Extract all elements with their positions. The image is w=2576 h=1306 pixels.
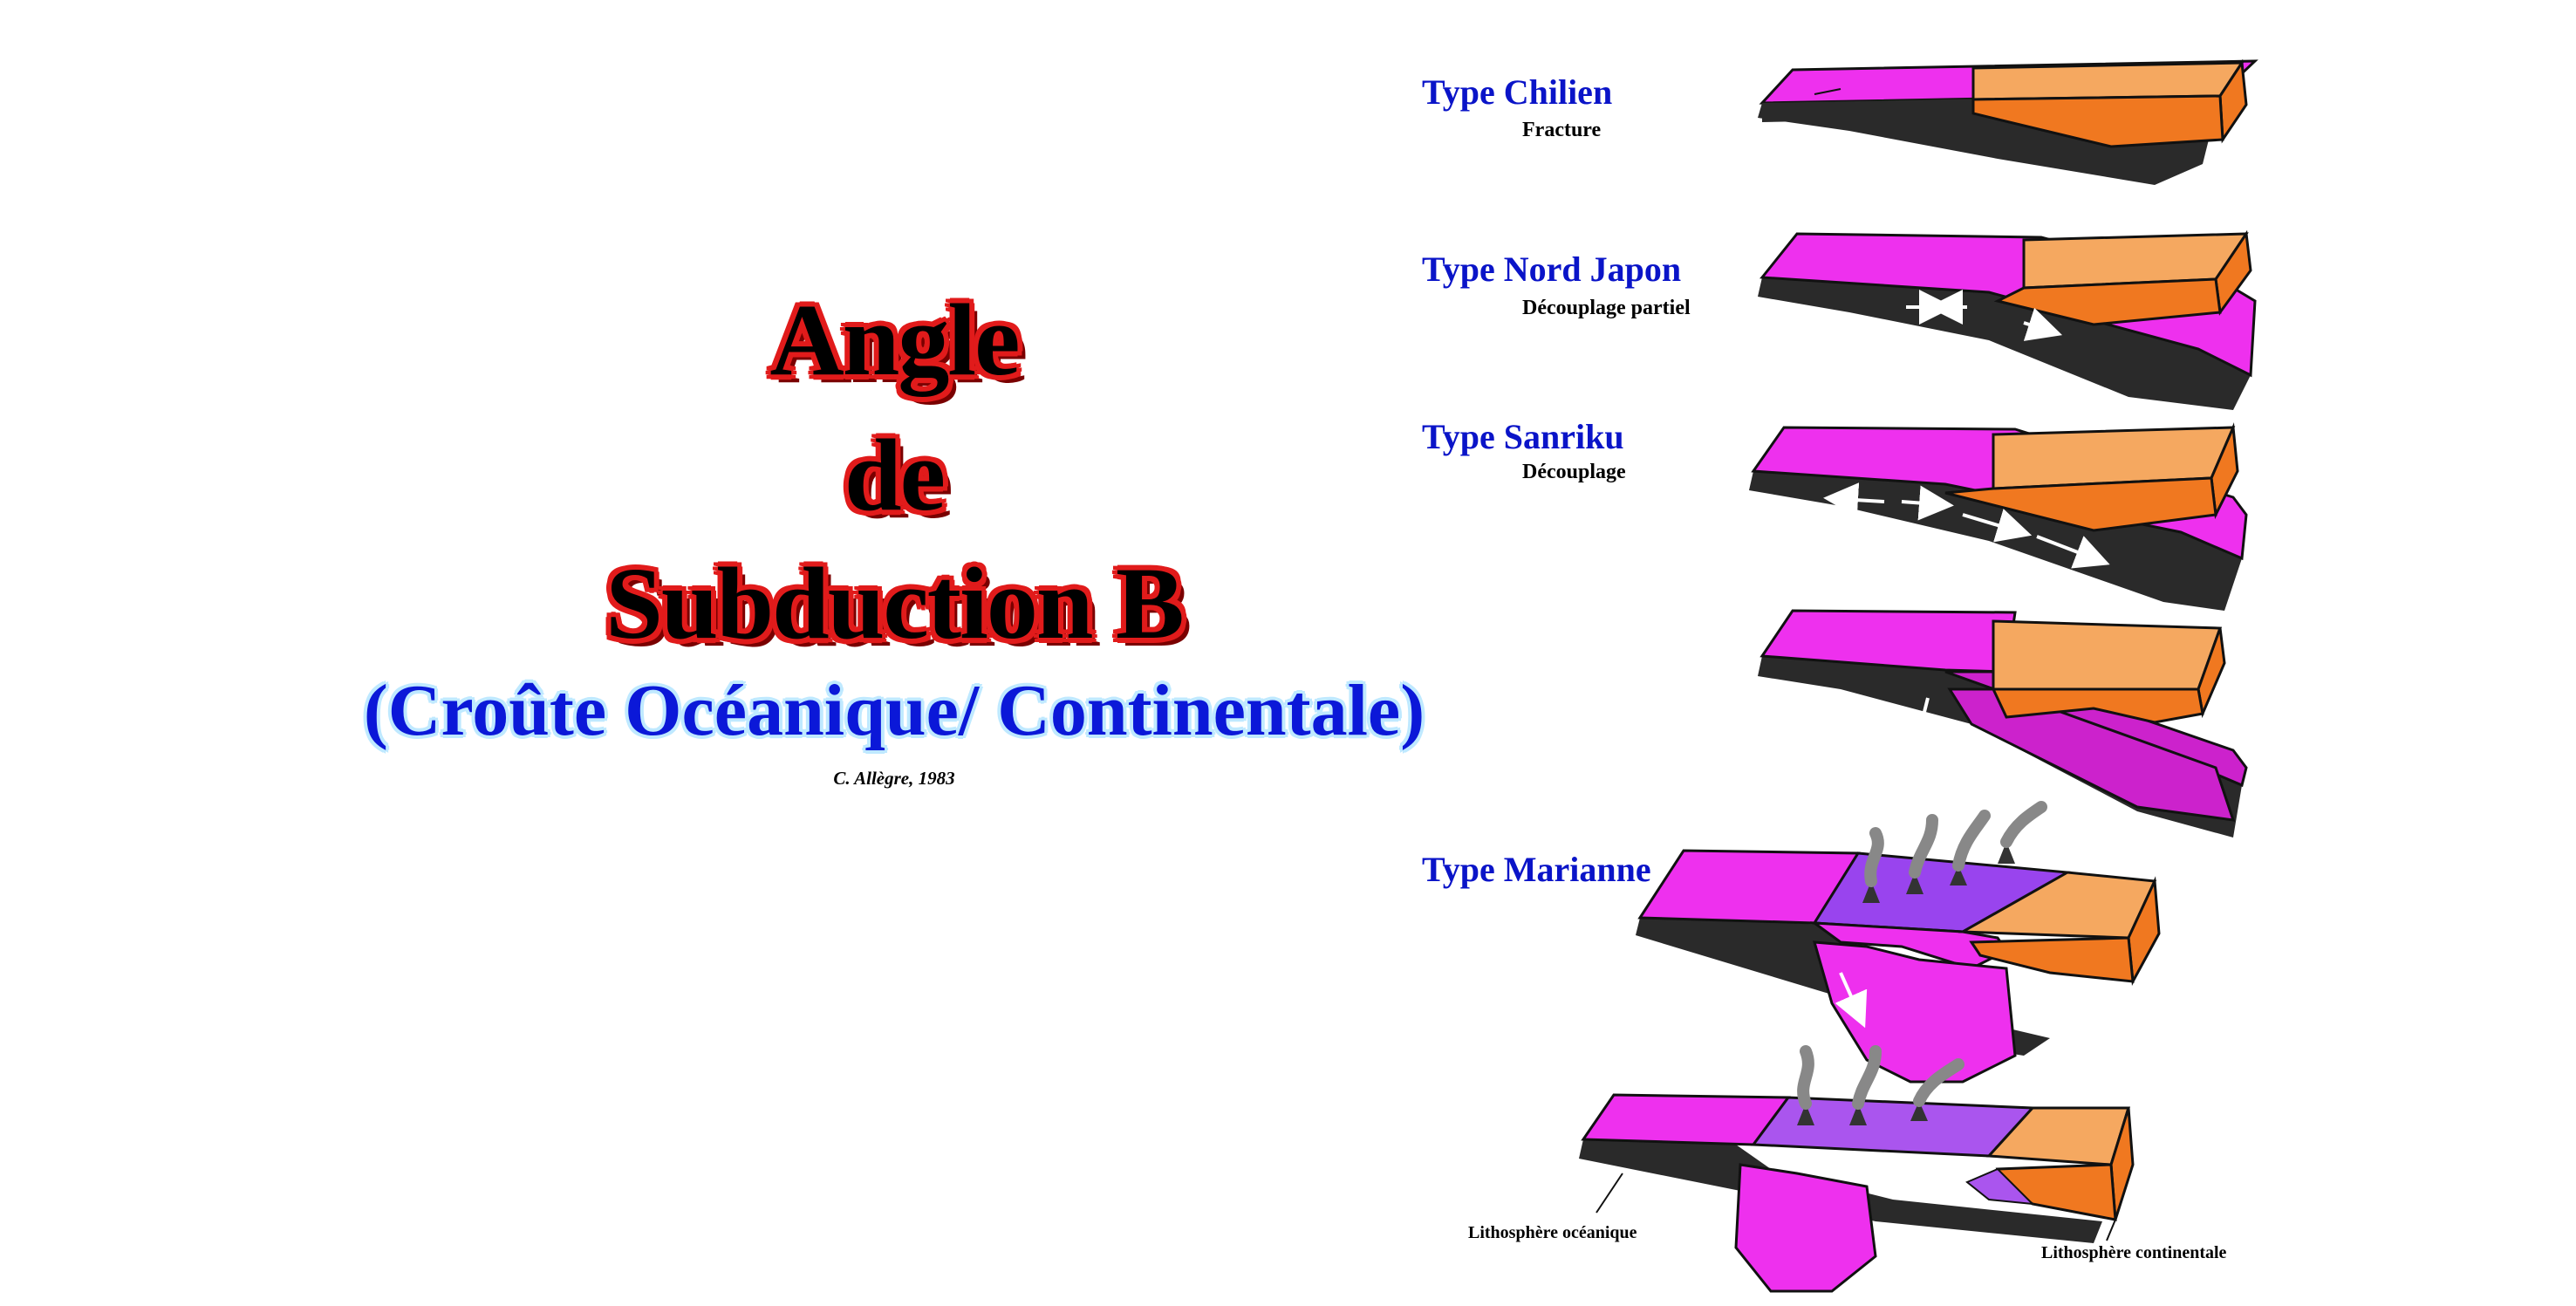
label-lithosphere-continentale: Lithosphère continentale [2041, 1243, 2227, 1262]
diagram-unlabeled-2 [1579, 1045, 2135, 1293]
sublabel-decouplage-partiel: Découplage partiel [1522, 297, 1691, 319]
label-type-chilien: Type Chilien [1422, 72, 1613, 112]
label-lithosphere-oceanique: Lithosphère océanique [1468, 1223, 1637, 1242]
credit: C. Allègre, 1983 [833, 768, 955, 789]
label-type-nord-japon: Type Nord Japon [1422, 250, 1682, 289]
diagram-unlabeled-1 [1758, 609, 2248, 838]
diagram-marianne [1636, 801, 2161, 1084]
title-line-angle: Angle [769, 283, 1021, 397]
diagram-chilien [1758, 58, 2258, 185]
sublabel-fracture: Fracture [1522, 119, 1602, 141]
label-type-marianne: Type Marianne [1422, 850, 1651, 889]
diagram-nord-japon [1758, 229, 2257, 410]
diagram-sanriku [1749, 422, 2248, 611]
subtitle: (Croûte Océanique/ Continentale) [363, 670, 1425, 751]
label-type-sanriku: Type Sanriku [1422, 417, 1624, 456]
title-line-de: de [844, 418, 946, 532]
sublabel-decouplage: Découplage [1522, 461, 1626, 483]
title-line-subduction-b: Subduction B [605, 546, 1184, 660]
